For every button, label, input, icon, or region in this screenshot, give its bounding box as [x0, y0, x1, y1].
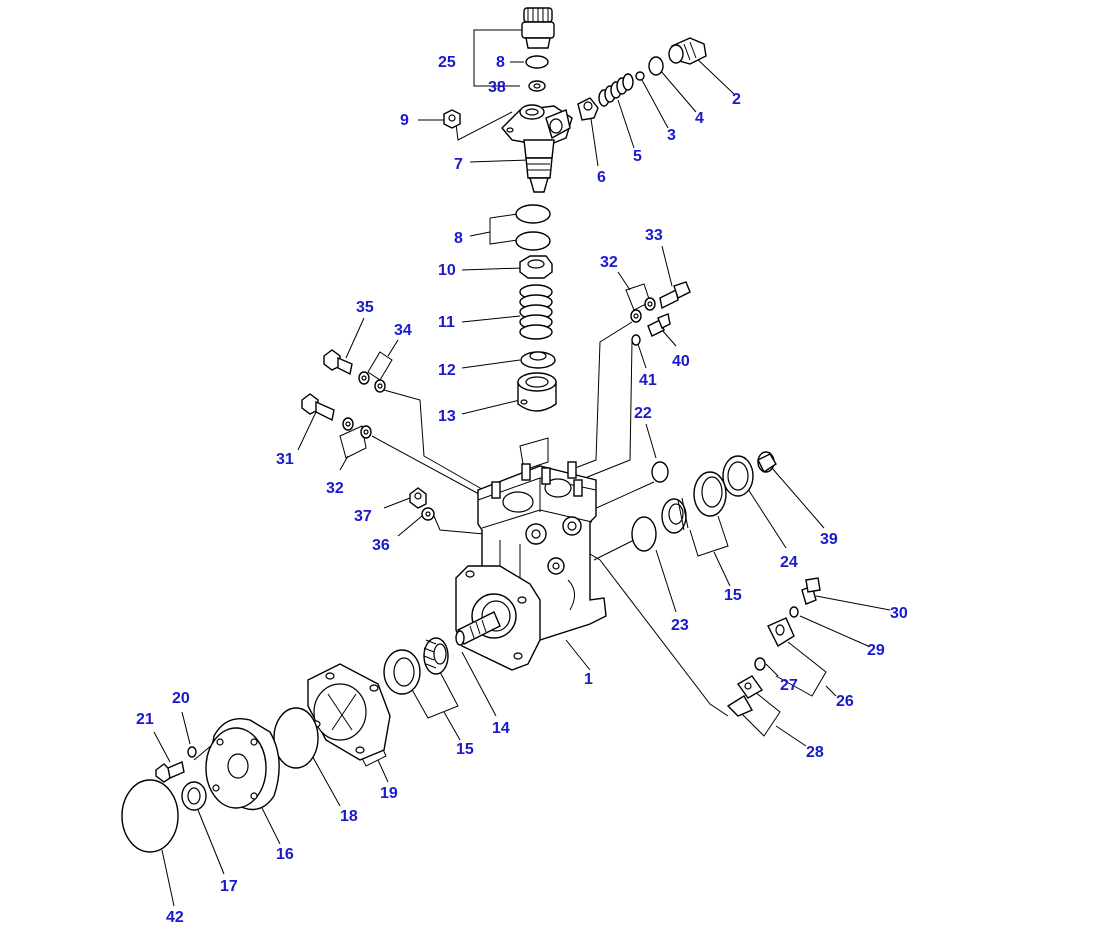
callout-9[interactable]: 9 — [400, 112, 409, 129]
callout-29[interactable]: 29 — [867, 642, 885, 659]
part-36-washer — [421, 507, 435, 521]
part-3-ball — [635, 71, 645, 81]
part-4-gasket — [648, 56, 664, 76]
callout-33[interactable]: 33 — [645, 227, 663, 244]
callout-27[interactable]: 27 — [780, 677, 798, 694]
part-35-bolt — [323, 349, 353, 376]
part-12-spring-seat — [520, 351, 556, 369]
callout-32-lower[interactable]: 32 — [326, 480, 344, 497]
part-14-gear — [423, 637, 449, 675]
part-13-tappet — [517, 372, 557, 412]
part-33-bolt — [659, 281, 691, 310]
part-32-washers-upper — [630, 297, 656, 323]
part-18-oring — [273, 707, 319, 769]
callout-6[interactable]: 6 — [597, 169, 606, 186]
callout-30[interactable]: 30 — [890, 605, 908, 622]
part-8-oring-lower — [515, 231, 551, 251]
callout-labels: 25 8 38 2 4 3 5 6 9 7 8 10 33 32 11 35 3… — [136, 54, 908, 926]
part-29-washer — [789, 606, 799, 618]
part-10-nut — [519, 255, 553, 279]
callout-41[interactable]: 41 — [639, 372, 657, 389]
callout-37[interactable]: 37 — [354, 508, 372, 525]
part-40-bolt — [647, 313, 671, 337]
part-19-plate — [307, 663, 391, 761]
callout-35[interactable]: 35 — [356, 299, 374, 316]
callout-8-top[interactable]: 8 — [496, 54, 505, 71]
callout-19[interactable]: 19 — [380, 785, 398, 802]
part-42-oring — [121, 779, 179, 853]
callout-12[interactable]: 12 — [438, 362, 456, 379]
part-17-seal — [181, 781, 207, 811]
leader-lines — [153, 29, 891, 907]
part-26-fitting — [767, 617, 795, 648]
callout-42[interactable]: 42 — [166, 909, 184, 926]
part-24-shim — [722, 455, 754, 497]
callout-3[interactable]: 3 — [667, 127, 676, 144]
callout-15-left[interactable]: 15 — [456, 741, 474, 758]
callout-36[interactable]: 36 — [372, 537, 390, 554]
callout-31[interactable]: 31 — [276, 451, 294, 468]
callout-13[interactable]: 13 — [438, 408, 456, 425]
part-6-valve-seat — [577, 97, 599, 121]
callout-28[interactable]: 28 — [806, 744, 824, 761]
callout-2[interactable]: 2 — [732, 91, 741, 108]
part-5-spring — [598, 73, 634, 107]
callout-18[interactable]: 18 — [340, 808, 358, 825]
part-1-pump-body — [455, 461, 607, 671]
part-21-bolt — [155, 761, 185, 783]
part-31-bolt — [301, 393, 335, 422]
callout-22[interactable]: 22 — [634, 405, 652, 422]
part-9-nut — [443, 109, 461, 129]
part-41-washer — [631, 334, 641, 346]
callout-40[interactable]: 40 — [672, 353, 690, 370]
callout-8-mid[interactable]: 8 — [454, 230, 463, 247]
callout-15-right[interactable]: 15 — [724, 587, 742, 604]
callout-39[interactable]: 39 — [820, 531, 838, 548]
part-39-cap — [757, 451, 777, 474]
callout-32-upper[interactable]: 32 — [600, 254, 618, 271]
callout-20[interactable]: 20 — [172, 690, 190, 707]
callout-34[interactable]: 34 — [394, 322, 412, 339]
callout-38[interactable]: 38 — [488, 79, 506, 96]
part-7-valve-holder — [501, 104, 573, 193]
part-25-fitting — [521, 7, 555, 49]
part-28-fitting — [726, 675, 764, 717]
part-15-bearing-left — [383, 649, 421, 695]
part-20-washer — [187, 746, 197, 758]
callout-4[interactable]: 4 — [695, 110, 704, 127]
part-38-washer — [528, 80, 546, 92]
callout-25[interactable]: 25 — [438, 54, 456, 71]
callout-23[interactable]: 23 — [671, 617, 689, 634]
callout-14[interactable]: 14 — [492, 720, 510, 737]
callout-16[interactable]: 16 — [276, 846, 294, 863]
callout-1[interactable]: 1 — [584, 671, 593, 688]
part-37-plug — [409, 487, 427, 509]
part-11-spring — [519, 284, 553, 340]
part-22-oring — [651, 461, 669, 483]
part-2-plug — [668, 37, 707, 65]
callout-5[interactable]: 5 — [633, 148, 642, 165]
part-32-washers-lower — [342, 417, 372, 439]
part-8-oring-upper — [515, 204, 551, 224]
callout-11[interactable]: 11 — [438, 314, 455, 331]
callout-7[interactable]: 7 — [454, 156, 463, 173]
part-34-washers — [358, 371, 386, 393]
part-30-bolt — [801, 577, 821, 605]
part-8-oring-small — [525, 55, 549, 69]
callout-10[interactable]: 10 — [438, 262, 456, 279]
part-16-cover — [205, 718, 280, 811]
callout-24[interactable]: 24 — [780, 554, 798, 571]
part-15-bearing-right — [661, 471, 727, 534]
callout-17[interactable]: 17 — [220, 878, 238, 895]
callout-21[interactable]: 21 — [136, 711, 154, 728]
part-27-oring — [754, 657, 766, 671]
callout-26[interactable]: 26 — [836, 693, 854, 710]
part-23-oring — [631, 516, 657, 552]
